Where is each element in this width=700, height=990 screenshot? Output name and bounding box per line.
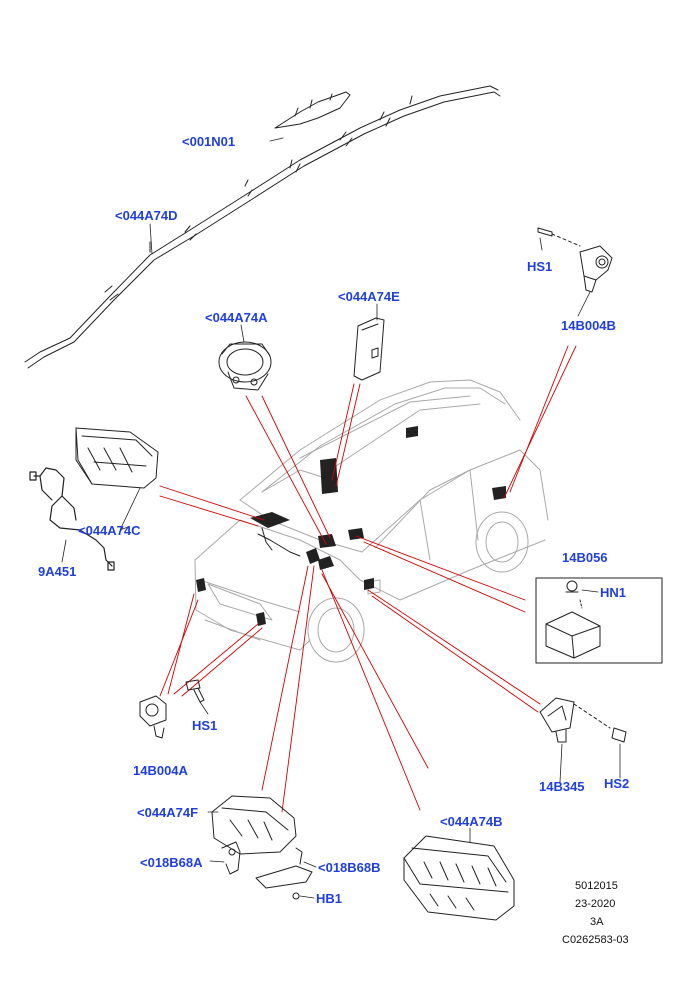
stamp-line-4: C0262583-03 [562, 934, 629, 946]
front-sensor-illustration [139, 679, 205, 739]
callout-14b056[interactable]: 14B056 [562, 550, 608, 565]
callout-044a74d[interactable]: <044A74D [115, 208, 178, 223]
control-module-box [535, 577, 663, 664]
callout-hs2[interactable]: HS2 [604, 776, 630, 791]
callout-001n01[interactable]: <001N01 [182, 134, 236, 149]
callout-14b004a[interactable]: 14B004A [133, 763, 188, 778]
side-sensor-illustration [539, 697, 627, 743]
callout-018b68b[interactable]: <018B68B [318, 860, 381, 875]
callout-044a74e[interactable]: <044A74E [338, 289, 400, 304]
callout-044a74c[interactable]: <044A74C [78, 523, 141, 538]
callout-14b004b[interactable]: 14B004B [561, 318, 616, 333]
wiring-harness-illustration [29, 467, 115, 571]
callout-044a74a[interactable]: <044A74A [205, 310, 268, 325]
knee-airbag-f-illustration [211, 795, 297, 855]
stamp-line-2: 23-2020 [575, 898, 616, 910]
vehicle-outline-illustration [194, 379, 549, 663]
in-vehicle-components [196, 426, 506, 626]
callout-hn1[interactable]: HN1 [600, 585, 627, 600]
callout-leaders [61, 137, 621, 899]
engine-bay-wiring [257, 527, 301, 557]
passenger-front-airbag-illustration [75, 427, 159, 489]
callout-044a74b[interactable]: <044A74B [440, 814, 503, 829]
curtain-airbag-illustration [24, 85, 501, 369]
steering-wheel-airbag-illustration [218, 341, 272, 391]
passenger-large-airbag-illustration [403, 835, 515, 921]
leader-lines [159, 345, 577, 813]
knee-airbag-e-illustration [353, 317, 385, 381]
callout-9a451[interactable]: 9A451 [38, 564, 77, 579]
stamp-line-1: 5012015 [575, 880, 618, 892]
bracket-illustrations [221, 841, 313, 900]
callout-018b68a[interactable]: <018B68A [140, 855, 203, 870]
callout-hs1-rear[interactable]: HS1 [527, 259, 553, 274]
callout-hb1[interactable]: HB1 [316, 891, 343, 906]
callout-hs1-front[interactable]: HS1 [192, 718, 218, 733]
stamp-line-3: 3A [590, 916, 604, 928]
callout-044a74f[interactable]: <044A74F [137, 805, 199, 820]
rear-impact-sensor-illustration [537, 227, 613, 293]
callout-14b345[interactable]: 14B345 [539, 779, 585, 794]
